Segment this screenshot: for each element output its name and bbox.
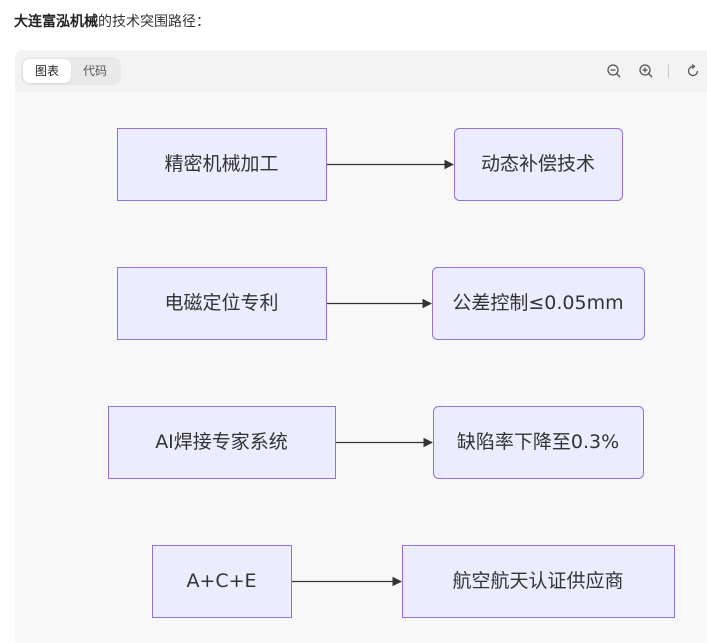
toolbar-tools xyxy=(604,61,707,81)
node-source-3-label: AI焊接专家系统 xyxy=(155,431,288,453)
node-target-4: 航空航天认证供应商 xyxy=(402,545,675,618)
zoom-in-icon[interactable] xyxy=(636,61,656,81)
node-source-4-box xyxy=(152,545,292,618)
node-target-3-box xyxy=(433,406,644,479)
node-target-1-box xyxy=(454,128,623,201)
node-target-1-label: 动态补偿技术 xyxy=(481,153,595,175)
node-target-3: 缺陷率下降至0.3% xyxy=(433,406,644,479)
node-source-2-label: 电磁定位专利 xyxy=(164,292,278,314)
node-source-2-box xyxy=(117,267,327,340)
node-target-3-label: 缺陷率下降至0.3% xyxy=(457,431,619,453)
node-target-4-box xyxy=(402,545,675,618)
toolbar-divider xyxy=(668,64,669,78)
node-source-4-label: A+C+E xyxy=(186,570,256,592)
node-source-1-box xyxy=(117,128,327,201)
tab-code[interactable]: 代码 xyxy=(83,64,108,78)
node-source-4: A+C+E xyxy=(152,545,292,618)
intro-rest: 的技术突围路径： xyxy=(98,14,210,30)
node-source-2: 电磁定位专利 xyxy=(117,267,327,340)
refresh-icon[interactable] xyxy=(683,61,703,81)
node-target-2-box xyxy=(432,267,645,340)
company-name: 大连富泓机械 xyxy=(14,14,98,30)
intro-text: 大连富泓机械的技术突围路径： xyxy=(14,11,210,33)
node-target-1: 动态补偿技术 xyxy=(454,128,623,201)
zoom-out-icon[interactable] xyxy=(604,61,624,81)
node-target-2: 公差控制≤0.05mm xyxy=(432,267,645,340)
node-target-2-label: 公差控制≤0.05mm xyxy=(452,292,623,314)
node-source-1-label: 精密机械加工 xyxy=(164,153,278,175)
node-source-3-box xyxy=(108,406,336,479)
node-target-4-label: 航空航天认证供应商 xyxy=(452,570,623,592)
view-tabs: 图表 代码 xyxy=(21,57,122,85)
panel-toolbar: 图表 代码 xyxy=(15,50,707,92)
node-source-1: 精密机械加工 xyxy=(117,128,327,201)
node-source-3: AI焊接专家系统 xyxy=(108,406,336,479)
tab-chart[interactable]: 图表 xyxy=(23,59,72,83)
